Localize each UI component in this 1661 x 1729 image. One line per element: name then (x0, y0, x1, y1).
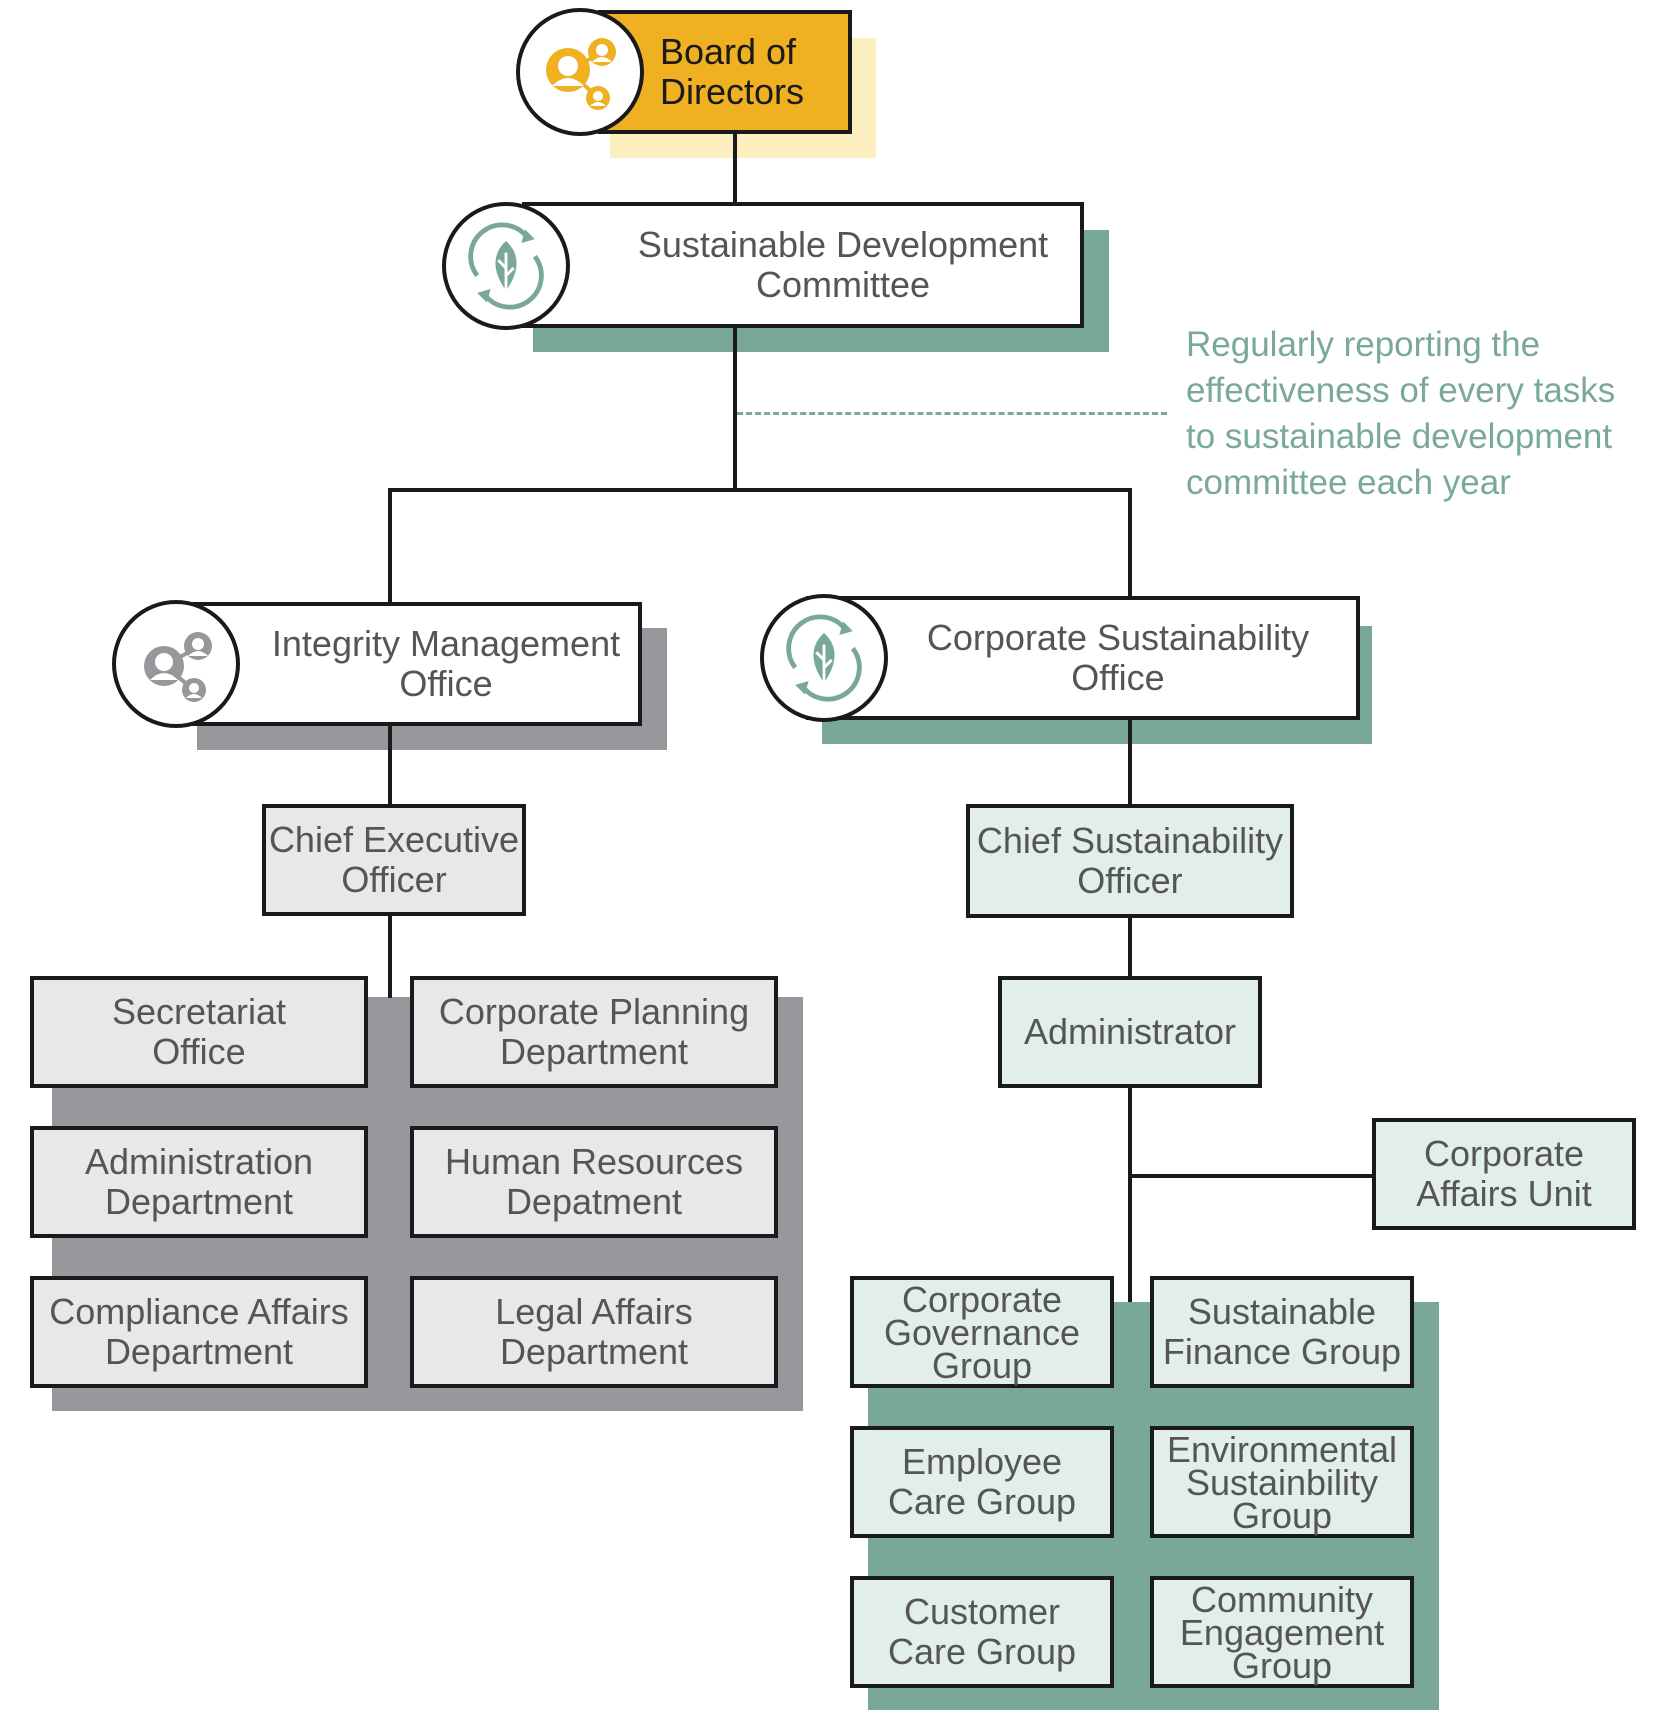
committee-label: Sustainable Development Committee (637, 224, 1049, 305)
sustainable-development-committee-box: Sustainable Development Committee (522, 202, 1084, 328)
connector-affairs-unit (1128, 1174, 1374, 1178)
connector-board-committee (733, 133, 737, 205)
connector-branch-horizontal (388, 488, 1132, 492)
administrator-box: Administrator (998, 976, 1262, 1088)
group-box: Customer Care Group (850, 1576, 1114, 1688)
department-box: Legal Affairs Department (410, 1276, 778, 1388)
connector-cso-admin (1128, 914, 1132, 976)
chief-executive-officer-box: Chief Executive Officer (262, 804, 526, 916)
connector-ceo-departments (388, 914, 392, 998)
reporting-dashed-line (737, 412, 1167, 415)
leaf-recycle-icon (442, 202, 570, 330)
department-box: Corporate Planning Department (410, 976, 778, 1088)
connector-right-branch (1128, 488, 1132, 598)
group-box: Environmental Sustainbility Group (1150, 1426, 1414, 1538)
integrity-label: Integrity Management Office (271, 623, 621, 704)
chief-sustainability-officer-box: Chief Sustainability Officer (966, 804, 1294, 918)
connector-committee-trunk (733, 326, 737, 492)
people-network-icon (516, 8, 644, 136)
board-label: Board of Directors (659, 31, 804, 112)
board-of-directors-box: Board of Directors (598, 10, 852, 134)
department-box: Administration Department (30, 1126, 368, 1238)
leaf-recycle-icon (760, 594, 888, 722)
group-box: Employee Care Group (850, 1426, 1114, 1538)
group-box: Community Engagement Group (1150, 1576, 1414, 1688)
department-box: Human Resources Depatment (410, 1126, 778, 1238)
connector-office-cso (1128, 716, 1132, 806)
corporate-affairs-unit-box: Corporate Affairs Unit (1372, 1118, 1636, 1230)
department-box: Compliance Affairs Department (30, 1276, 368, 1388)
people-network-icon (112, 600, 240, 728)
sustainability-office-label: Corporate Sustainability Office (926, 617, 1310, 698)
connector-integrity-ceo (388, 722, 392, 808)
corporate-sustainability-office-box: Corporate Sustainability Office (806, 596, 1360, 720)
connector-left-branch (388, 488, 392, 602)
group-box: Sustainable Finance Group (1150, 1276, 1414, 1388)
integrity-management-office-box: Integrity Management Office (180, 602, 642, 726)
connector-admin-groups (1128, 1086, 1132, 1302)
reporting-note: Regularly reporting the effectiveness of… (1186, 325, 1616, 502)
department-box: Secretariat Office (30, 976, 368, 1088)
group-box: Corporate Governance Group (850, 1276, 1114, 1388)
